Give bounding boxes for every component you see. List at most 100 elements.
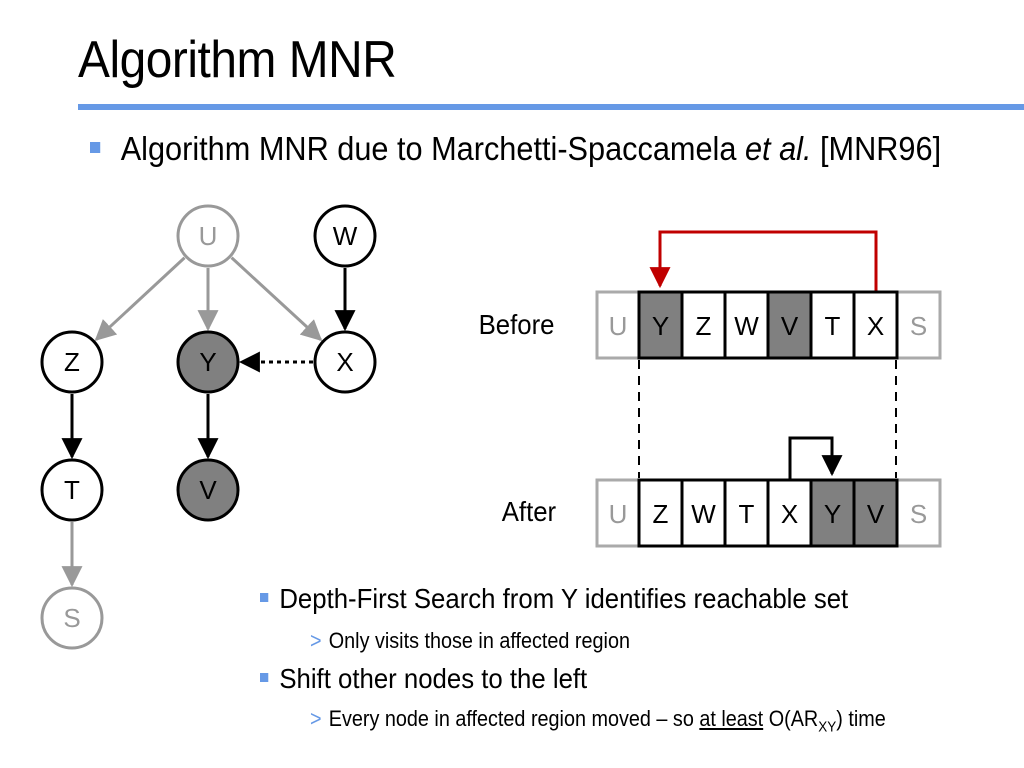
array-cell-u: U: [595, 290, 641, 360]
array-cell-w: W: [723, 290, 770, 360]
cell-label: V: [781, 311, 799, 341]
node-label: T: [64, 475, 80, 505]
bullet-square-icon: [260, 673, 269, 683]
array-cell-y: Y: [809, 478, 856, 548]
node-circle: [176, 204, 240, 268]
main-bullet-prefix: Algorithm MNR due to Marchetti-Spaccamel…: [120, 130, 745, 167]
cell-label: Z: [653, 499, 669, 529]
node-label: X: [336, 347, 353, 377]
node-label: V: [199, 475, 217, 505]
node-circle: [40, 330, 104, 394]
array-cell-v: V: [852, 478, 899, 548]
subbullet-moved-suffix-post: ) time: [836, 706, 886, 731]
cell-box: [852, 478, 899, 548]
graph-edges: [61, 256, 356, 588]
node-circle: [313, 204, 377, 268]
chevron-right-icon: >: [310, 628, 322, 653]
array-cell-v: V: [766, 290, 813, 360]
array-cell-s: S: [895, 290, 942, 360]
subbullet-moved: >Every node in affected region moved – s…: [310, 706, 886, 735]
graph-edge-u-x: [230, 256, 323, 342]
node-circle: [176, 458, 240, 522]
array-cell-t: T: [809, 290, 856, 360]
main-bullet-suffix: [MNR96]: [811, 130, 942, 167]
array-cell-x: X: [766, 478, 813, 548]
node-circle: [176, 330, 240, 394]
cell-label: Y: [824, 499, 841, 529]
cell-box: [595, 290, 641, 360]
graph-node-u: U: [176, 204, 240, 268]
cell-label: T: [739, 499, 755, 529]
bullet-shift: Shift other nodes to the left: [260, 663, 587, 695]
subbullet-visits-text: Only visits those in affected region: [328, 628, 630, 653]
cell-box: [680, 478, 727, 548]
cell-box: [852, 290, 899, 360]
red-move-arrow: [649, 230, 878, 292]
slide-title: Algorithm MNR: [78, 31, 397, 89]
cell-label: W: [691, 499, 716, 529]
graph-node-w: W: [313, 204, 377, 268]
cell-label: Z: [696, 311, 712, 341]
array-cell-u: U: [595, 478, 641, 548]
cell-box: [723, 290, 770, 360]
array-cell-t: T: [723, 478, 770, 548]
bullet-square-icon: [260, 593, 269, 603]
cell-box: [637, 478, 684, 548]
bullet-dfs: Depth-First Search from Y identifies rea…: [260, 583, 848, 615]
subbullet-visits: >Only visits those in affected region: [310, 628, 630, 654]
after-label: After: [501, 496, 556, 527]
node-circle: [313, 330, 377, 394]
subbullet-moved-subscript: XY: [818, 718, 837, 736]
subbullet-moved-prefix: Every node in affected region moved – so: [328, 706, 700, 731]
graph-node-z: Z: [40, 330, 104, 394]
title-underline: [78, 104, 1024, 110]
array-cell-z: Z: [680, 290, 727, 360]
subbullet-moved-suffix-pre: O(AR: [763, 706, 819, 731]
graph-node-s: S: [40, 586, 104, 650]
node-label: U: [199, 221, 218, 251]
array-cell-x: X: [852, 290, 899, 360]
cell-label: W: [734, 311, 759, 341]
array-cell-y: Y: [637, 290, 684, 360]
cell-box: [766, 478, 813, 548]
cell-box: [595, 478, 641, 548]
cell-label: T: [825, 311, 841, 341]
cell-label: U: [609, 311, 628, 341]
cell-label: U: [609, 499, 628, 529]
graph-node-v: V: [176, 458, 240, 522]
main-bullet-italic: et al.: [744, 130, 812, 167]
graph-nodes: U W Z Y X T V S: [40, 204, 377, 650]
bullet-dfs-text: Depth-First Search from Y identifies rea…: [279, 583, 849, 614]
array-cell-z: Z: [637, 478, 684, 548]
node-label: S: [63, 603, 80, 633]
array-cell-w: W: [680, 478, 727, 548]
cell-label: V: [867, 499, 885, 529]
graph-node-t: T: [40, 458, 104, 522]
node-label: Y: [199, 347, 216, 377]
cell-label: X: [781, 499, 798, 529]
small-shift-arrow: [788, 436, 843, 480]
subbullet-moved-underline: at least: [699, 706, 764, 731]
node-label: Z: [64, 347, 80, 377]
graph-node-y: Y: [176, 330, 240, 394]
cell-label: S: [910, 499, 927, 529]
cell-label: S: [910, 311, 927, 341]
bullet-square-icon: [90, 141, 101, 153]
node-circle: [40, 586, 104, 650]
main-bullet: Algorithm MNR due to Marchetti-Spaccamel…: [90, 130, 941, 168]
cell-label: Y: [652, 311, 669, 341]
graph-edge-u-z: [94, 256, 186, 341]
node-label: W: [333, 221, 358, 251]
node-circle: [40, 458, 104, 522]
chevron-right-icon: >: [310, 706, 322, 731]
cell-label: X: [867, 311, 884, 341]
before-label: Before: [478, 309, 554, 340]
graph-node-x: X: [313, 330, 377, 394]
cell-box: [766, 290, 813, 360]
bullet-shift-text: Shift other nodes to the left: [279, 663, 588, 694]
array-cell-s: S: [895, 478, 942, 548]
cell-box: [895, 290, 942, 360]
